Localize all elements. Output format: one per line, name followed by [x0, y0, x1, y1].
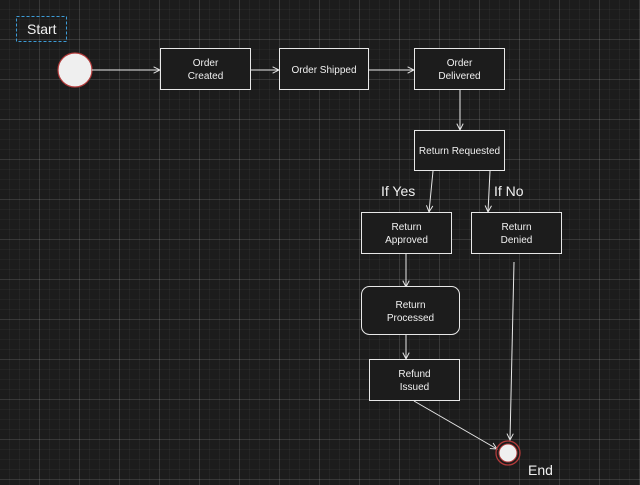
edge-return-requested-to-approved[interactable] [429, 170, 434, 212]
node-return-processed[interactable]: Return Processed [361, 286, 460, 335]
node-order-created[interactable]: Order Created [160, 48, 251, 90]
node-return-processed-line-2: Processed [387, 313, 434, 324]
final-node-inner-disc [498, 443, 518, 463]
node-order-shipped-line-1: Order Shipped [291, 65, 356, 76]
node-return-approved-line-1: Return [391, 222, 421, 233]
end-label[interactable]: End [528, 462, 553, 478]
start-label-selection [16, 16, 67, 42]
node-return-requested[interactable]: Return Requested [414, 130, 505, 171]
node-return-denied-line-2: Denied [501, 235, 533, 246]
node-order-shipped[interactable]: Order Shipped [279, 48, 369, 90]
guard-if-no: If No [494, 183, 524, 199]
edge-refund-to-end[interactable] [413, 400, 497, 449]
node-order-created-line-2: Created [188, 71, 224, 82]
node-order-delivered-line-1: Order [447, 58, 473, 69]
edge-denied-to-end[interactable] [510, 261, 515, 440]
node-refund-issued[interactable]: Refund Issued [369, 359, 460, 401]
node-return-processed-line-1: Return [395, 300, 425, 311]
node-return-denied-line-1: Return [501, 222, 531, 233]
edge-return-requested-to-denied[interactable] [488, 170, 490, 212]
node-return-approved[interactable]: Return Approved [361, 212, 452, 254]
node-order-delivered-line-2: Delivered [438, 71, 480, 82]
node-refund-issued-line-1: Refund [398, 369, 430, 380]
node-return-approved-line-2: Approved [385, 235, 428, 246]
node-return-requested-line-1: Return Requested [419, 146, 500, 157]
initial-node[interactable] [57, 52, 93, 88]
final-node-outer-ring [495, 440, 521, 466]
start-label-text: Start [27, 21, 57, 37]
guard-if-yes: If Yes [381, 183, 415, 199]
node-return-denied[interactable]: Return Denied [471, 212, 562, 254]
start-label[interactable]: Start [16, 16, 67, 42]
node-order-delivered[interactable]: Order Delivered [414, 48, 505, 90]
final-node[interactable] [495, 440, 521, 466]
node-refund-issued-line-2: Issued [400, 382, 429, 393]
node-order-created-line-1: Order [193, 58, 219, 69]
